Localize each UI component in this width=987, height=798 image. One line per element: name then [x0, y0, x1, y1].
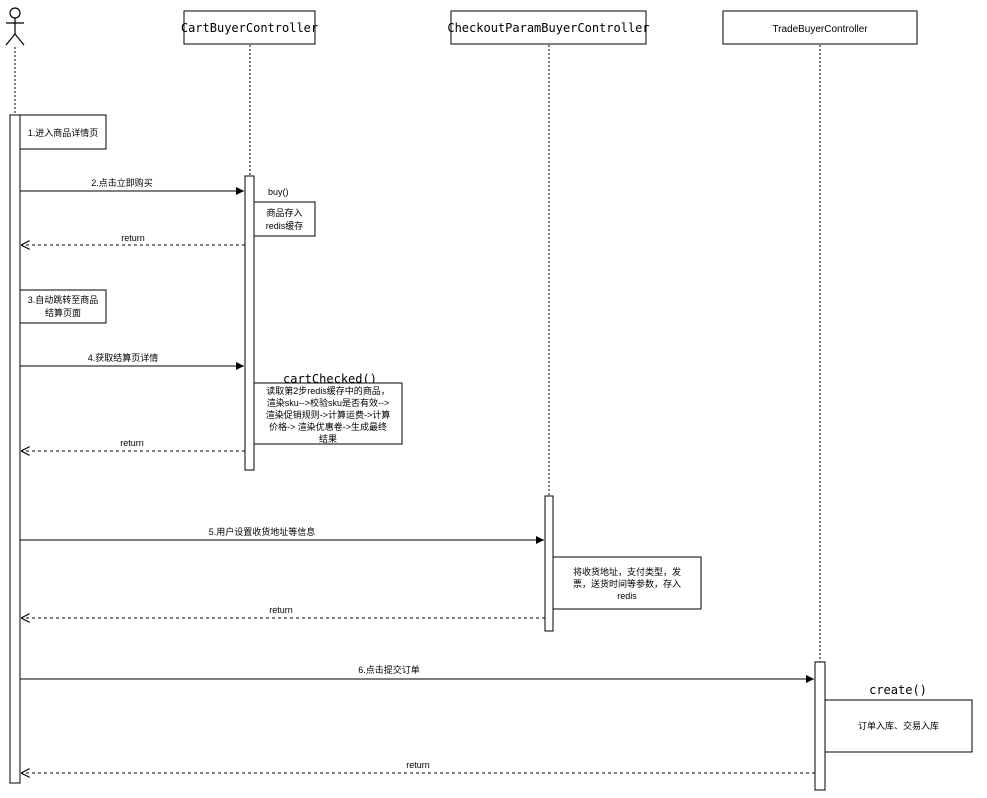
- return-2-label: return: [120, 438, 144, 448]
- create-note-line-1: 订单入库、交易入库: [858, 720, 939, 731]
- lifeline-header-trade: TradeBuyerController: [722, 10, 918, 45]
- checkout-note-line-1: 将收货地址，支付类型，发: [573, 566, 681, 577]
- step-3-label-line-1: 3.自动跳转至商品: [28, 294, 99, 305]
- return-1-label: return: [121, 233, 145, 243]
- lifeline-header-cart: CartBuyerController: [181, 10, 318, 45]
- create-note: 订单入库、交易入库: [824, 699, 973, 753]
- activation-cart: [244, 175, 255, 471]
- lifeline-label-cart: CartBuyerController: [181, 21, 318, 35]
- checkout-note-line-3: redis: [617, 591, 637, 601]
- cart-checked-note-line-3: 渲染促销规则->计算运费->计算: [266, 409, 391, 420]
- cart-checked-note-line-4: 价格-> 渲染优惠卷->生成最终: [269, 421, 387, 432]
- activation-trade: [814, 661, 826, 791]
- method-create-label: create(): [869, 683, 927, 697]
- buy-note: 商品存入 redis缓存: [253, 201, 316, 237]
- activation-checkout: [544, 495, 554, 632]
- message-step-6-label: 6.点击提交订单: [358, 664, 420, 675]
- message-step-5-label: 5.用户设置收货地址等信息: [209, 526, 316, 537]
- checkout-note-line-2: 票，送货时间等参数，存入: [573, 578, 681, 589]
- activation-actor: [9, 114, 21, 784]
- buy-note-line-1: 商品存入: [266, 207, 302, 218]
- return-3-label: return: [269, 605, 293, 615]
- cart-checked-note-line-1: 读取第2步redis缓存中的商品，: [266, 385, 390, 396]
- cart-checked-note: 读取第2步redis缓存中的商品， 渲染sku-->校验sku是否有效--> 渲…: [253, 382, 403, 445]
- step-1-note: 1.进入商品详情页: [19, 114, 107, 150]
- return-4-label: return: [406, 760, 430, 770]
- method-buy-label: buy(): [268, 187, 289, 197]
- step-1-label: 1.进入商品详情页: [28, 127, 99, 138]
- cart-checked-note-line-5: 结果: [319, 433, 337, 444]
- message-step-2-label: 2.点击立即购买: [91, 177, 153, 188]
- step-3-note: 3.自动跳转至商品 结算页面: [19, 289, 107, 324]
- checkout-note: 将收货地址，支付类型，发 票，送货时间等参数，存入 redis: [552, 556, 702, 610]
- message-step-4-label: 4.获取结算页详情: [88, 352, 159, 363]
- step-3-label-line-2: 结算页面: [45, 307, 81, 318]
- actor-icon: [5, 7, 25, 46]
- lifeline-label-checkout: CheckoutParamBuyerController: [447, 21, 649, 35]
- cart-checked-note-line-2: 渲染sku-->校验sku是否有效-->: [267, 397, 390, 408]
- buy-note-line-2: redis缓存: [266, 220, 304, 231]
- lifeline-label-trade: TradeBuyerController: [772, 24, 868, 35]
- lifeline-header-checkout: CheckoutParamBuyerController: [447, 10, 650, 45]
